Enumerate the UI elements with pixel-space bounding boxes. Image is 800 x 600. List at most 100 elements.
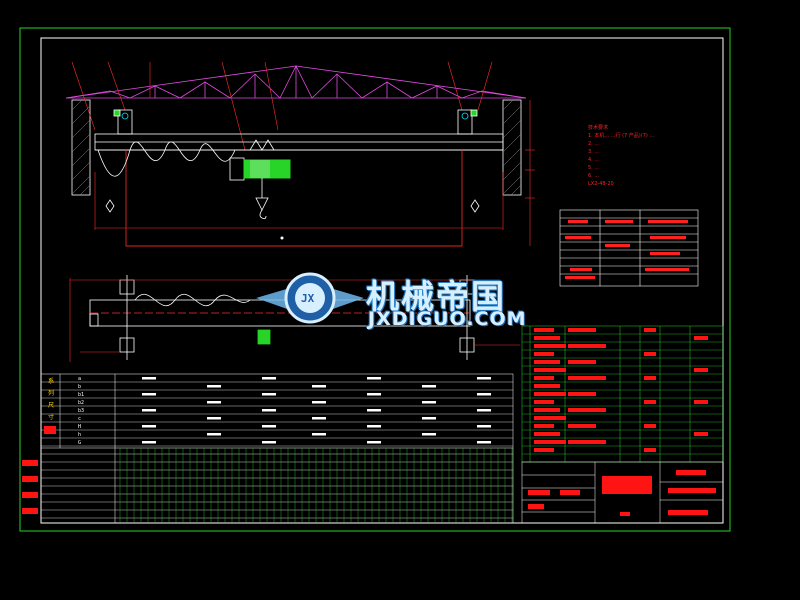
dimension-table-values: [142, 377, 491, 444]
dimension-value: [207, 385, 221, 388]
dimension-value: [422, 401, 436, 404]
parts-list-grid: [521, 325, 724, 463]
note-line: 5. ...: [588, 165, 600, 171]
parts-entry: [534, 376, 554, 380]
parts-entry: [644, 352, 656, 356]
dim-row-label: b1: [78, 392, 85, 398]
watermark-subtitle: JXDIGUO.COM: [368, 308, 527, 330]
title-block: [521, 461, 724, 524]
side-header-char: 尺: [47, 402, 54, 409]
track-markers: [105, 199, 480, 213]
dimension-lines: [94, 100, 535, 247]
watermark-emblem: [256, 272, 364, 324]
parts-entry: [644, 376, 656, 380]
parts-entry: [534, 432, 560, 436]
dimension-value: [367, 409, 381, 412]
building-walls: [71, 99, 522, 196]
parts-entry: [534, 416, 566, 420]
parts-list-rows: [522, 333, 723, 455]
parts-entry: [534, 336, 560, 340]
parts-entry: [568, 376, 606, 380]
note-line: 4. ...: [588, 157, 600, 163]
dimension-value: [477, 441, 491, 444]
dim-row-label: h: [78, 432, 82, 438]
dimension-value: [422, 433, 436, 436]
parts-entry: [568, 392, 596, 396]
parts-entry: [568, 408, 606, 412]
dimension-value: [367, 441, 381, 444]
note-line: 1. 本机... ...行 (7 产品)(7) ...: [588, 133, 655, 139]
parts-entry: [694, 336, 708, 340]
dimension-table-side-header: 系 列 尺 寸: [46, 376, 56, 424]
dimension-value: [367, 393, 381, 396]
side-header-char: 寸: [47, 414, 54, 421]
dimension-value: [477, 409, 491, 412]
dimension-value: [142, 441, 156, 444]
plan-festoon: [134, 293, 251, 307]
dim-row-label: b3: [78, 408, 85, 414]
dimension-value: [422, 385, 436, 388]
electric-hoist: [229, 139, 291, 220]
dimension-value: [312, 417, 326, 420]
spec-table-marks: [565, 220, 689, 279]
dimension-value: [262, 393, 276, 396]
side-header-char: 列: [47, 390, 54, 397]
plan-dimension-lines: [69, 278, 520, 362]
dimension-value: [367, 377, 381, 380]
dimension-value: [262, 425, 276, 428]
parts-entry: [534, 352, 554, 356]
dim-row-label: b: [78, 384, 82, 390]
dimension-value: [142, 377, 156, 380]
parts-entry: [568, 328, 596, 332]
dimension-value: [367, 425, 381, 428]
watermark-title: 机械帝国: [366, 277, 506, 316]
dimension-value: [262, 409, 276, 412]
parts-entry: [534, 400, 554, 404]
parts-entry: [534, 384, 560, 388]
side-header-char: 系: [47, 378, 54, 385]
dimension-value: [262, 377, 276, 380]
dimension-value: [312, 401, 326, 404]
dimension-table-side-labels: [22, 426, 56, 514]
girder-elevation: [94, 133, 504, 247]
dimension-value: [477, 393, 491, 396]
dimension-table-grid: [40, 373, 514, 524]
dimension-value: [312, 433, 326, 436]
dimension-value: [477, 425, 491, 428]
dimension-value: [207, 401, 221, 404]
parts-entry: [644, 424, 656, 428]
end-carriages: [113, 109, 478, 135]
note-line: 2. ...: [588, 141, 600, 147]
center-marker: [280, 236, 284, 240]
roof-truss: [65, 65, 527, 99]
parts-entry: [694, 400, 708, 404]
outer-frame: [19, 27, 731, 532]
parts-entry: [694, 432, 708, 436]
dimension-value: [422, 417, 436, 420]
leader-lines: [71, 61, 493, 151]
parts-entry: [534, 368, 566, 372]
dim-row-label: a: [78, 376, 82, 382]
dim-row-label: G: [78, 440, 82, 446]
dimension-table-columns: [119, 448, 513, 523]
dimension-value: [142, 393, 156, 396]
dimension-value: [207, 417, 221, 420]
dim-row-label: b2: [78, 400, 85, 406]
technical-notes: 技术要求 1. 本机... ...行 (7 产品)(7) ... 2. ... …: [588, 124, 738, 188]
dimension-value: [312, 385, 326, 388]
note-line: 3. ...: [588, 149, 600, 155]
parts-entry: [534, 392, 566, 396]
parts-entry: [568, 344, 606, 348]
dimension-value: [477, 377, 491, 380]
parts-entry: [644, 400, 656, 404]
dimension-value: [262, 441, 276, 444]
parts-entry: [568, 440, 606, 444]
parts-entry: [644, 448, 656, 452]
dimension-table-rows: [41, 381, 513, 519]
watermark-emblem-text: JX: [301, 292, 315, 305]
spec-table: [559, 209, 699, 287]
note-line: 技术要求: [588, 125, 609, 131]
note-line: 6. ...: [588, 173, 600, 179]
note-line: LX2-48-20: [588, 181, 614, 187]
